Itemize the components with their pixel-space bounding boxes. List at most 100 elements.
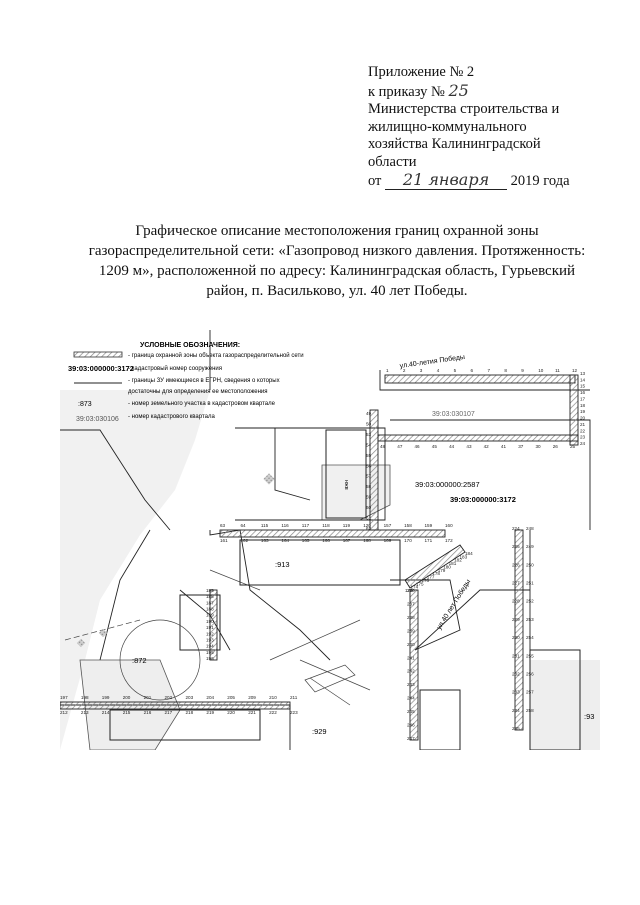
point-number-label: 187 bbox=[206, 600, 214, 605]
building-913 bbox=[239, 539, 401, 586]
point-number-label: 116 bbox=[281, 523, 289, 528]
legend-sample-quarter: 39:03:030106 bbox=[76, 416, 119, 423]
point-number-label: 237 bbox=[407, 602, 415, 607]
point-number-label: 57 bbox=[366, 474, 372, 479]
point-number-label: 3 bbox=[420, 368, 423, 373]
zone-segment-vertical bbox=[369, 409, 379, 531]
point-number-label: 217 bbox=[165, 710, 173, 715]
legend-sample-zone bbox=[73, 351, 123, 358]
parcel-label-872: :872 bbox=[132, 656, 147, 665]
point-number-label: 185 bbox=[206, 588, 214, 593]
point-number-label: 56 bbox=[366, 463, 372, 468]
point-number-label: 235 bbox=[512, 726, 520, 731]
order-number-handwritten: 25 bbox=[448, 80, 469, 100]
point-number-label: 64 bbox=[241, 523, 247, 528]
point-number-label: 256 bbox=[526, 672, 534, 677]
point-number-label: 13 bbox=[580, 371, 586, 376]
point-number-label: 46 bbox=[415, 444, 421, 449]
quarter-label: 39:03:030107 bbox=[432, 411, 475, 418]
point-number-label: 196 bbox=[206, 656, 214, 661]
point-number-label: 26 bbox=[553, 444, 559, 449]
point-number-label: 247 bbox=[407, 736, 415, 741]
point-number-label: 258 bbox=[526, 708, 534, 713]
point-number-label: 117 bbox=[302, 523, 310, 528]
point-number-label: 23 bbox=[580, 435, 586, 440]
point-number-label: 251 bbox=[526, 581, 534, 586]
point-number-label: 160 bbox=[445, 523, 453, 528]
point-number-label: 4 bbox=[437, 368, 440, 373]
legend-item-boundary-2: достаточны для определения ее местополож… bbox=[128, 389, 268, 395]
zone-segment-mid bbox=[377, 434, 579, 442]
point-number-label: 240 bbox=[407, 642, 415, 647]
building-label: нжв bbox=[343, 480, 349, 490]
point-number-label: 167 bbox=[343, 538, 351, 543]
point-number-label: 168 bbox=[363, 538, 371, 543]
point-number-label: 193 bbox=[206, 638, 214, 643]
heading-line-2: газораспределительной сети: «Газопровод … bbox=[88, 243, 586, 259]
point-number-label: 203 bbox=[186, 695, 194, 700]
point-number-label: 7 bbox=[488, 368, 491, 373]
point-number-label: 179 bbox=[438, 568, 446, 573]
point-number-label: 186 bbox=[206, 594, 214, 599]
point-number-label: 220 bbox=[227, 710, 235, 715]
legend-item-parcel: - номер земельного участка в кадастровом… bbox=[128, 401, 276, 407]
point-number-label: 49 bbox=[366, 411, 372, 416]
point-number-label: 25 bbox=[570, 444, 576, 449]
point-number-label: 221 bbox=[248, 710, 256, 715]
point-number-label: 211 bbox=[290, 695, 298, 700]
point-number-label: 1 bbox=[386, 368, 389, 373]
point-number-label: 229 bbox=[512, 617, 520, 622]
legend-item-quarter: - номер кадастрового квартала bbox=[128, 414, 215, 420]
point-number-label: 53 bbox=[366, 432, 372, 437]
point-number-label: 215 bbox=[123, 710, 131, 715]
point-number-label: 248 bbox=[526, 526, 534, 531]
point-number-label: 227 bbox=[512, 581, 520, 586]
point-number-label: 157 bbox=[384, 523, 392, 528]
legend-sample-structure: 39:03:000000:3172 bbox=[68, 364, 134, 373]
point-number-label: 47 bbox=[397, 444, 403, 449]
street-label-diagonal: ул.40 лет Победы bbox=[435, 578, 472, 631]
zone-segment-east-lower bbox=[514, 529, 524, 731]
cadastral-map: УСЛОВНЫЕ ОБОЗНАЧЕНИЯ: - граница охранной… bbox=[60, 330, 600, 750]
building-west bbox=[179, 594, 221, 651]
point-number-label: 180 bbox=[443, 565, 451, 570]
legend-item-structure: - кадастровый номер сооружения bbox=[128, 365, 222, 372]
protection-zone bbox=[60, 374, 579, 741]
point-number-label: 162 bbox=[241, 538, 249, 543]
heading-line-1: Графическое описание местоположения гран… bbox=[135, 223, 539, 239]
point-number-label: 231 bbox=[512, 653, 520, 658]
ministry-line-4: области bbox=[368, 153, 417, 170]
point-number-label: 202 bbox=[165, 695, 173, 700]
point-number-label: 213 bbox=[81, 710, 89, 715]
point-number-label: 182 bbox=[454, 558, 462, 563]
point-number-label: 30 bbox=[536, 444, 542, 449]
point-number-label: 159 bbox=[425, 523, 433, 528]
point-number-label: 50 bbox=[366, 422, 372, 427]
point-number-label: 161 bbox=[220, 538, 228, 543]
point-number-label: 48 bbox=[380, 444, 386, 449]
order-line: к приказу № 25 bbox=[368, 80, 469, 100]
parcel-label-93: :93 bbox=[584, 712, 594, 721]
point-number-label: 241 bbox=[407, 655, 415, 660]
point-number-label: 15 bbox=[580, 384, 586, 389]
zone-segment-west bbox=[209, 589, 218, 661]
zone-segment-north bbox=[384, 374, 576, 384]
heading-line-4: район, п. Васильково, ул. 40 лет Победы. bbox=[206, 283, 468, 299]
point-number-label: 59 bbox=[366, 495, 372, 500]
point-number-label: 44 bbox=[449, 444, 455, 449]
point-number-label: 216 bbox=[144, 710, 152, 715]
point-number-label: 184 bbox=[465, 551, 473, 556]
point-number-label: 10 bbox=[538, 368, 544, 373]
point-number-label: 18 bbox=[580, 403, 586, 408]
point-number-label: 252 bbox=[526, 599, 534, 604]
point-number-label: 158 bbox=[404, 523, 412, 528]
point-number-label: 119 bbox=[343, 523, 351, 528]
point-number-label: 250 bbox=[526, 562, 534, 567]
buildings bbox=[109, 429, 581, 750]
zone-segment-south bbox=[60, 701, 291, 710]
point-number-label: 43 bbox=[466, 444, 472, 449]
point-number-label: 201 bbox=[144, 695, 152, 700]
point-number-label: 164 bbox=[281, 538, 289, 543]
parcel-label-929: :929 bbox=[312, 727, 327, 736]
